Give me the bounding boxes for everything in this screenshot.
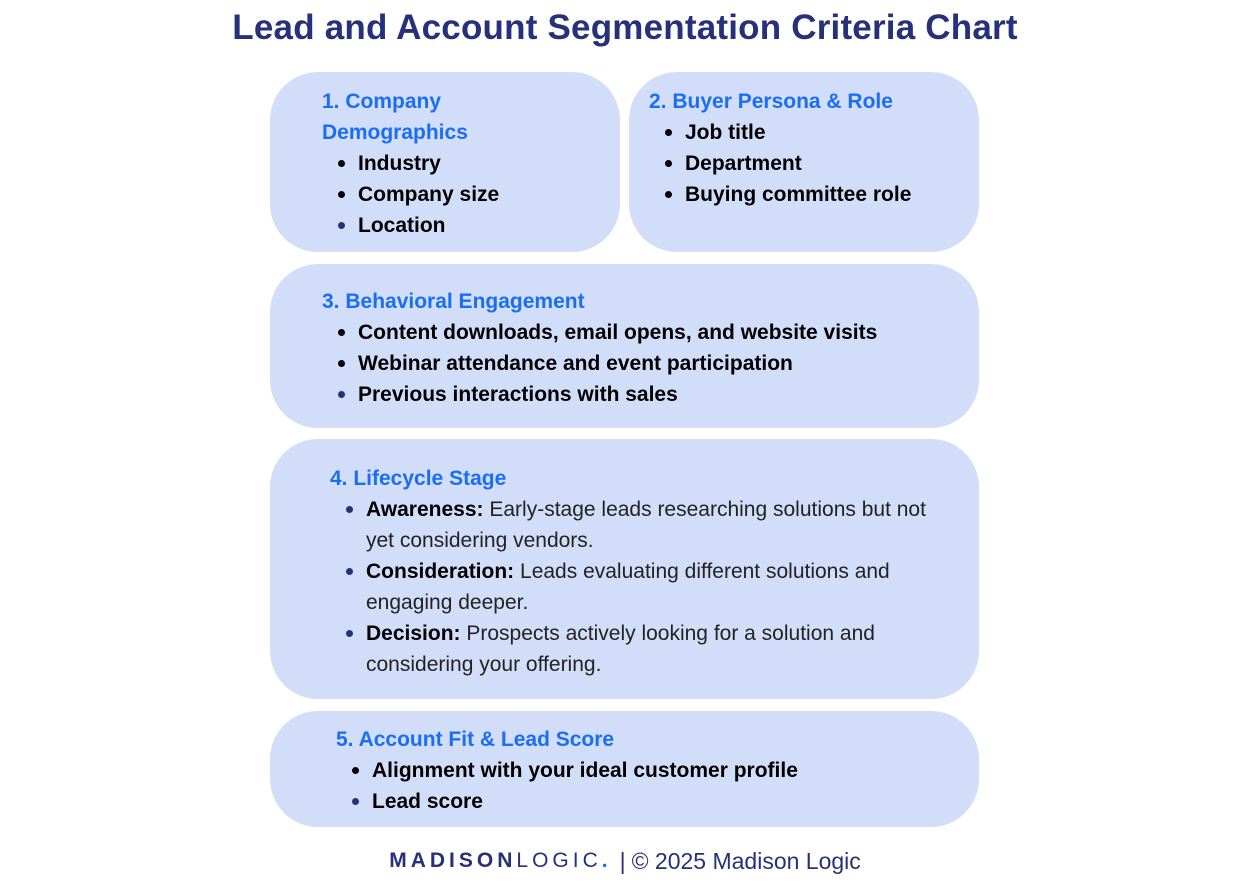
list-item-text: Buying committee role bbox=[685, 183, 912, 206]
bullet-icon bbox=[665, 129, 672, 136]
list-item-text: Content downloads, email opens, and webs… bbox=[358, 321, 878, 344]
list-item: Location bbox=[338, 210, 600, 241]
logo-wordmark-bold: MADISON bbox=[389, 849, 517, 872]
card-lifecycle-stage: 4. Lifecycle Stage Awareness: Early-stag… bbox=[270, 439, 979, 699]
stage-term: Awareness: bbox=[366, 498, 484, 521]
page-title: Lead and Account Segmentation Criteria C… bbox=[232, 8, 1018, 47]
list-item: Consideration: Leads evaluating differen… bbox=[346, 556, 928, 618]
criteria-list: Industry Company size Location bbox=[338, 148, 600, 241]
list-item: Lead score bbox=[352, 786, 954, 817]
bullet-icon bbox=[665, 191, 672, 198]
criteria-list: Awareness: Early-stage leads researching… bbox=[346, 494, 928, 680]
list-item-text: Previous interactions with sales bbox=[358, 383, 678, 406]
card-buyer-persona-role: 2. Buyer Persona & Role Job title Depart… bbox=[629, 72, 979, 252]
footer-separator: | bbox=[619, 848, 626, 874]
bullet-icon bbox=[346, 568, 353, 575]
list-item: Buying committee role bbox=[665, 179, 927, 210]
bullet-icon bbox=[352, 767, 359, 774]
list-item-text: Company size bbox=[358, 183, 500, 206]
copyright-text: © 2025 Madison Logic bbox=[631, 848, 861, 874]
bullet-icon bbox=[346, 630, 353, 637]
list-item-text: Department bbox=[685, 152, 802, 175]
footer: MADISONLOGIC. |© 2025 Madison Logic bbox=[0, 846, 1250, 878]
bullet-icon bbox=[338, 160, 345, 167]
list-item-text: Industry bbox=[358, 152, 441, 175]
stage-description: Prospects actively looking for a solutio… bbox=[366, 622, 875, 676]
card-company-demographics: 1. Company Demographics Industry Company… bbox=[270, 72, 620, 252]
list-item: Content downloads, email opens, and webs… bbox=[338, 317, 970, 348]
card-heading: 4. Lifecycle Stage bbox=[330, 467, 507, 490]
logo-dot: . bbox=[601, 849, 608, 872]
list-item: Webinar attendance and event participati… bbox=[338, 348, 970, 379]
list-item-text: Lead score bbox=[372, 790, 483, 813]
list-item-text: Job title bbox=[685, 121, 766, 144]
criteria-list: Content downloads, email opens, and webs… bbox=[338, 317, 970, 410]
card-account-fit-lead-score: 5. Account Fit & Lead Score Alignment wi… bbox=[270, 711, 979, 827]
stage-term: Decision: bbox=[366, 622, 461, 645]
list-item: Job title bbox=[665, 117, 927, 148]
bullet-icon bbox=[338, 191, 345, 198]
list-item: Alignment with your ideal customer profi… bbox=[352, 755, 954, 786]
list-item: Awareness: Early-stage leads researching… bbox=[346, 494, 928, 556]
list-item-text: Alignment with your ideal customer profi… bbox=[372, 759, 798, 782]
list-item: Decision: Prospects actively looking for… bbox=[346, 618, 928, 680]
card-heading: 3. Behavioral Engagement bbox=[322, 290, 585, 313]
stage-term: Consideration: bbox=[366, 560, 515, 583]
bullet-icon bbox=[346, 506, 353, 513]
list-item: Previous interactions with sales bbox=[338, 379, 970, 410]
list-item: Department bbox=[665, 148, 927, 179]
bullet-icon bbox=[338, 329, 345, 336]
criteria-list: Alignment with your ideal customer profi… bbox=[352, 755, 954, 817]
list-item-text: Webinar attendance and event participati… bbox=[358, 352, 793, 375]
bullet-icon bbox=[338, 222, 345, 229]
card-heading: 1. Company Demographics bbox=[322, 90, 468, 144]
bullet-icon bbox=[338, 391, 345, 398]
list-item: Company size bbox=[338, 179, 600, 210]
criteria-list: Job title Department Buying committee ro… bbox=[665, 117, 927, 210]
list-item: Industry bbox=[338, 148, 600, 179]
logo-wordmark-light: LOGIC bbox=[516, 849, 602, 872]
list-item-text: Location bbox=[358, 214, 446, 237]
stage-description: Leads evaluating different solutions and… bbox=[366, 560, 890, 614]
card-heading: 5. Account Fit & Lead Score bbox=[336, 728, 615, 751]
card-behavioral-engagement: 3. Behavioral Engagement Content downloa… bbox=[270, 264, 979, 428]
stage-description: Early-stage leads researching solutions … bbox=[366, 498, 926, 552]
bullet-icon bbox=[338, 360, 345, 367]
card-heading: 2. Buyer Persona & Role bbox=[649, 90, 893, 113]
bullet-icon bbox=[352, 798, 359, 805]
madison-logic-logo: MADISONLOGIC. bbox=[389, 846, 607, 876]
bullet-icon bbox=[665, 160, 672, 167]
